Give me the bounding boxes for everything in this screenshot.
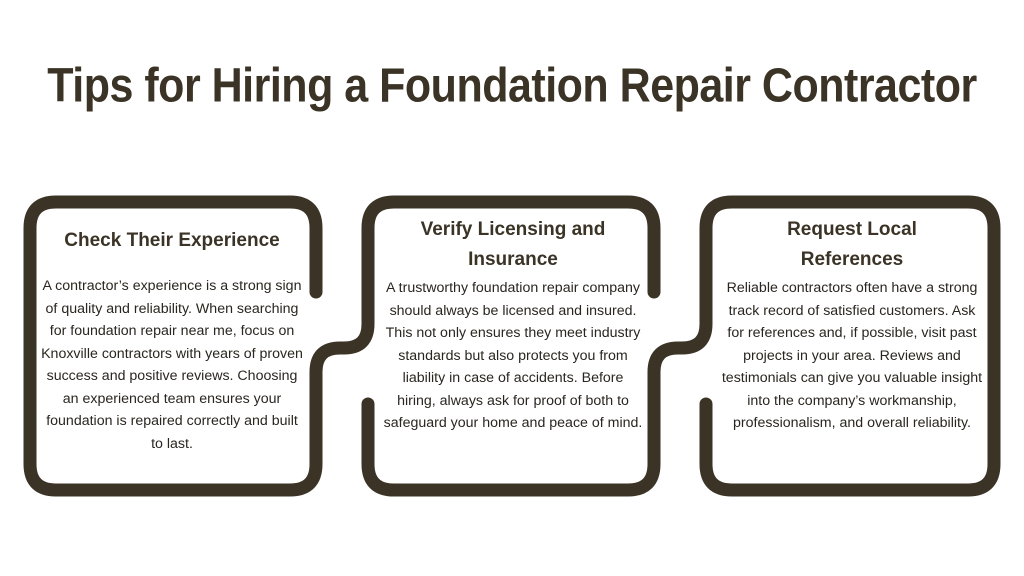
card-frame-1 <box>23 195 323 497</box>
card-body: Reliable contractors often have a strong… <box>721 280 983 431</box>
card-heading: Request Local References <box>787 219 917 270</box>
card-heading: Verify Licensing and Insurance <box>420 219 606 270</box>
card-frame-2-top <box>361 195 661 299</box>
card-heading: Check Their Experience <box>64 230 280 251</box>
card-request-references: Request Local References Reliable contra… <box>720 215 984 435</box>
card-body: A trustworthy foundation repair company … <box>383 280 643 431</box>
card-body: A contractor’s experience is a strong si… <box>41 278 303 452</box>
page-title: Tips for Hiring a Foundation Repair Cont… <box>47 59 977 113</box>
card-frame-3 <box>699 195 1001 497</box>
connector-1-2 <box>309 285 375 411</box>
connector-2-3 <box>647 285 713 411</box>
card-check-experience: Check Their Experience A contractor’s ex… <box>40 224 304 455</box>
card-frame-2-bottom <box>361 397 661 497</box>
card-verify-licensing: Verify Licensing and Insurance A trustwo… <box>382 215 644 435</box>
